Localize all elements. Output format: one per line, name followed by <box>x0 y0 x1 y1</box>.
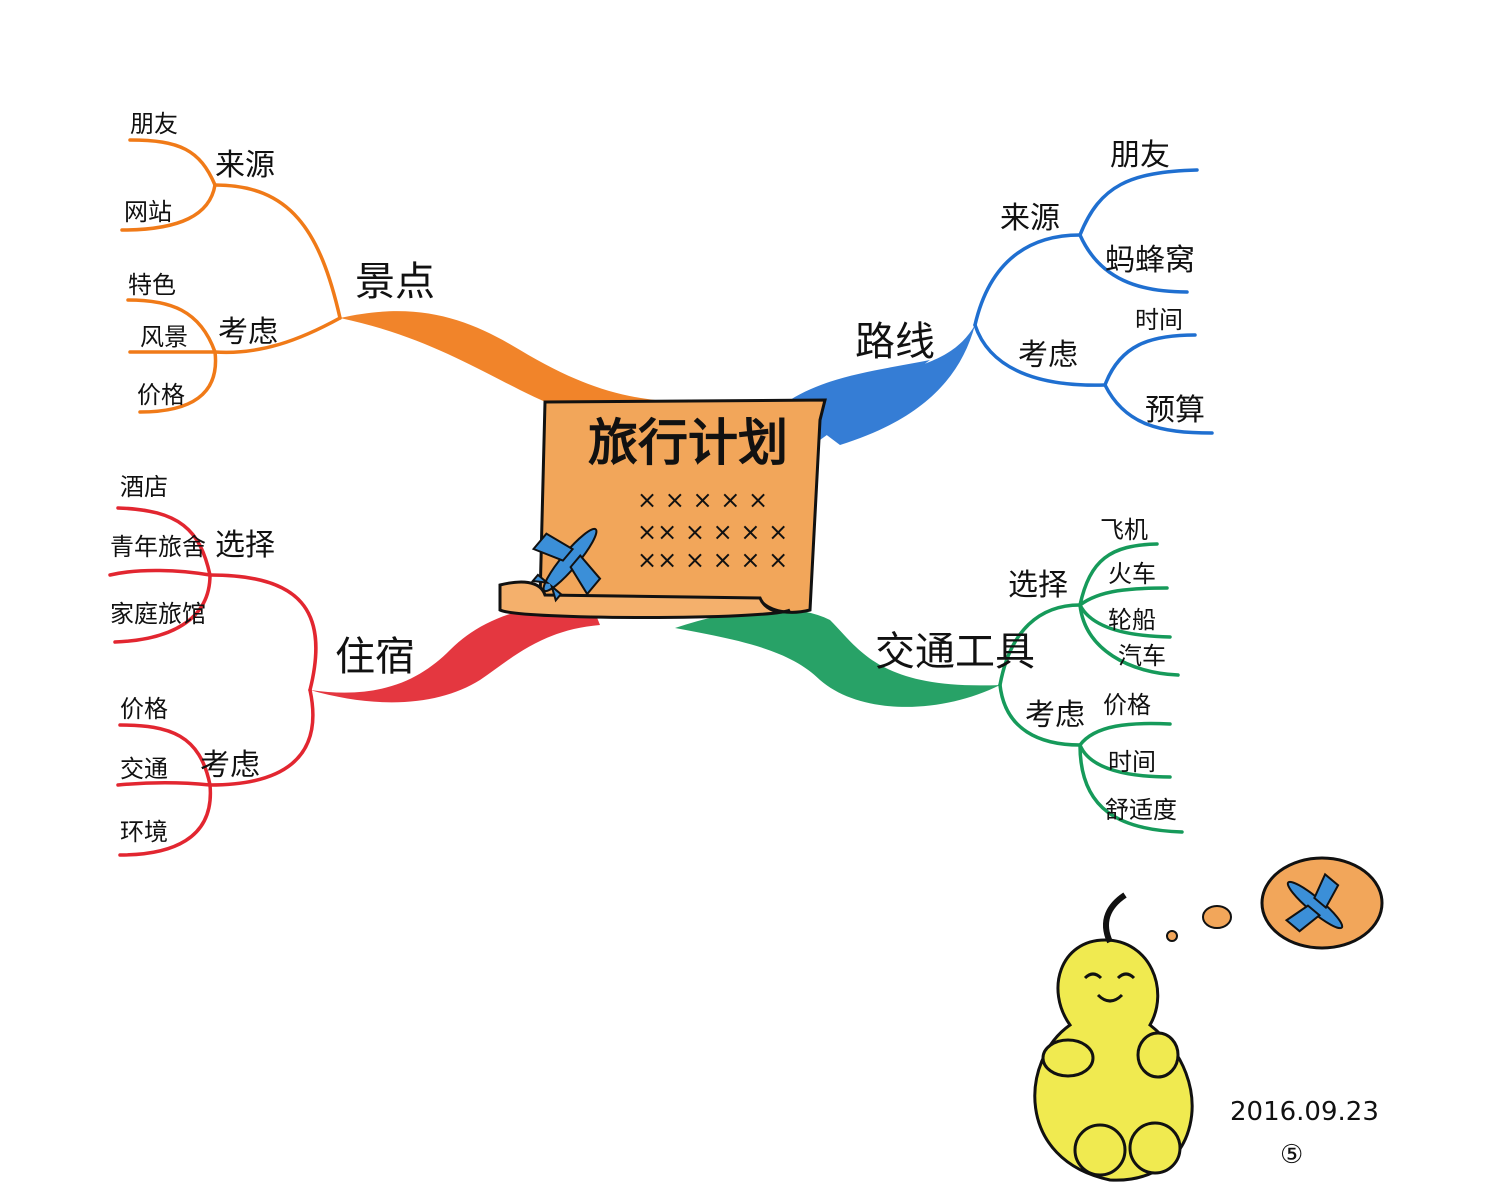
transport-choice-label: 选择 <box>1008 568 1068 603</box>
route-source-label: 来源 <box>1000 201 1060 236</box>
leaf: 朋友 <box>130 110 178 138</box>
lodging-consider-label: 考虑 <box>200 748 260 783</box>
leaf: 特色 <box>128 271 176 299</box>
branch-route-trunk <box>790 325 975 445</box>
transport-lines <box>998 542 1184 834</box>
route-consider-label: 考虑 <box>1018 338 1078 373</box>
leaf: 时间 <box>1135 306 1183 334</box>
branch-scenic-label: 景点 <box>355 259 435 305</box>
leaf: 预算 <box>1145 393 1205 428</box>
leaf: 家庭旅馆 <box>110 600 206 628</box>
lodging-choice-label: 选择 <box>215 528 275 563</box>
scroll-marks-row: ×× × × × × <box>637 546 788 574</box>
scenic-consider-label: 考虑 <box>218 315 278 350</box>
branch-scenic-trunk <box>340 311 655 420</box>
center-title: 旅行计划 <box>588 414 788 472</box>
leaf: 蚂蜂窝 <box>1105 243 1195 278</box>
leaf: 网站 <box>124 198 172 226</box>
scenic-source-label: 来源 <box>215 148 275 183</box>
leaf: 价格 <box>120 695 168 723</box>
branch-lodging-trunk <box>310 600 600 703</box>
airplane-icon <box>1284 872 1344 933</box>
branch-transport-label: 交通工具 <box>875 629 1035 675</box>
leaf: 风景 <box>140 323 188 351</box>
lodging-lines <box>108 506 318 857</box>
scenic-lines <box>120 138 342 414</box>
leaf: 飞机 <box>1100 516 1148 544</box>
leaf: 汽车 <box>1118 642 1166 670</box>
transport-consider-label: 考虑 <box>1025 698 1085 733</box>
airplane-icon <box>530 527 602 603</box>
leaf: 轮船 <box>1108 606 1156 634</box>
leaf: 舒适度 <box>1105 796 1177 824</box>
leaf: 价格 <box>137 381 185 409</box>
leaf: 时间 <box>1108 748 1156 776</box>
route-lines <box>973 168 1214 435</box>
leaf: 火车 <box>1108 560 1156 588</box>
leaf: 交通 <box>120 755 168 783</box>
date-label: 2016.09.23 <box>1230 1097 1379 1127</box>
scroll-marks-row: × × × × × <box>637 486 768 514</box>
scroll-marks-row: ×× × × × × <box>637 518 788 546</box>
page-number: ⑤ <box>1280 1140 1303 1170</box>
center-scroll: 旅行计划 × × × × × ×× × × × × ×× × × × × <box>498 398 827 619</box>
branch-lodging-label: 住宿 <box>335 634 415 680</box>
leaf: 环境 <box>120 818 168 846</box>
leaf: 青年旅舍 <box>110 533 206 561</box>
branch-transport-trunk <box>675 608 1000 707</box>
leaf: 朋友 <box>1110 138 1170 173</box>
leaf: 价格 <box>1103 691 1151 719</box>
pear-character <box>1033 856 1384 1182</box>
leaf: 酒店 <box>120 473 168 501</box>
branch-route-label: 路线 <box>855 319 935 365</box>
